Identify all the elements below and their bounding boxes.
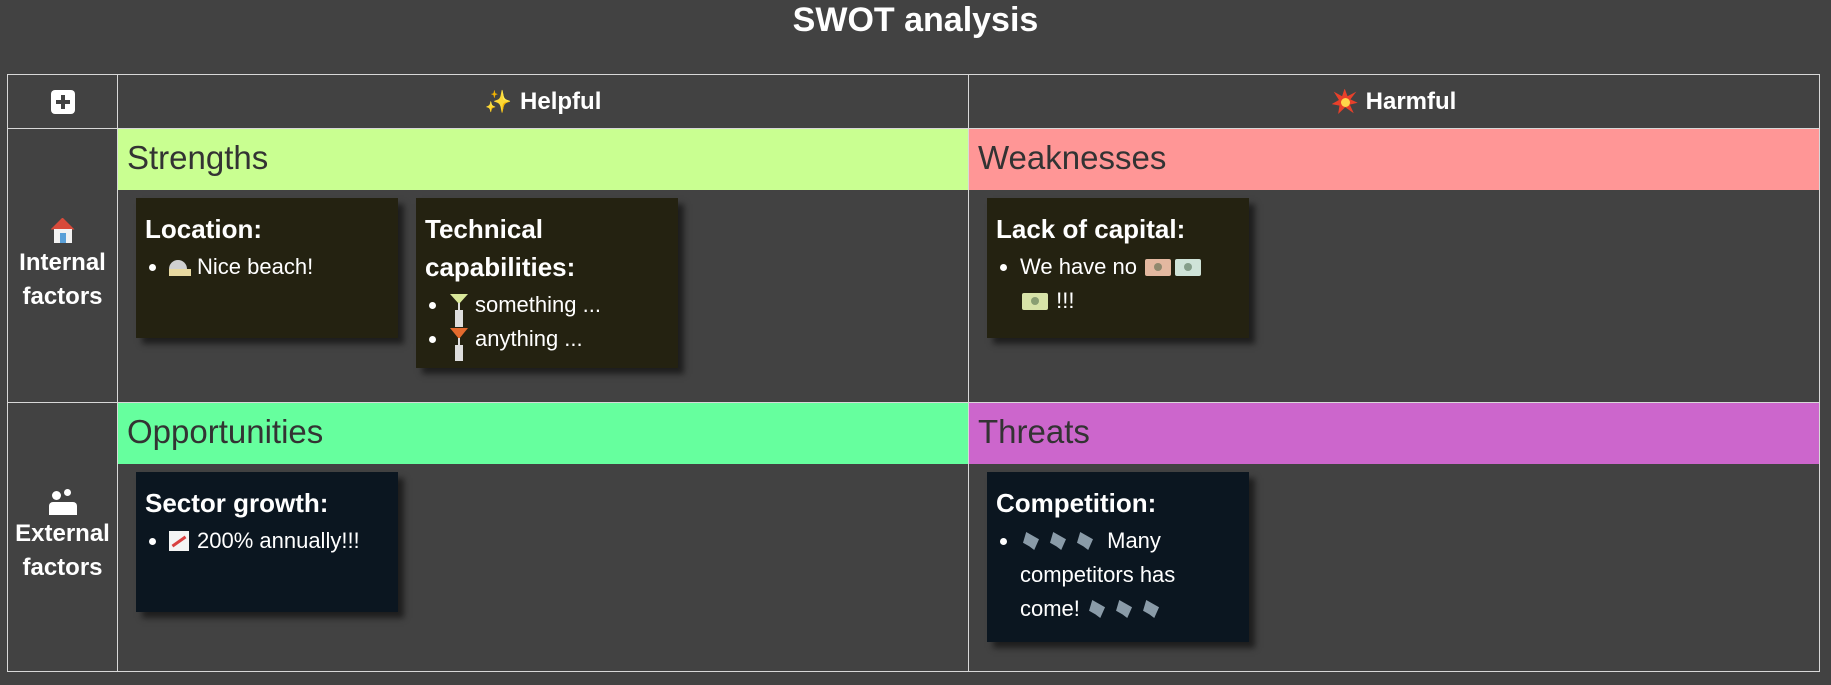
- column-header-helpful-label: Helpful: [520, 87, 602, 115]
- tropical-drink-icon: [449, 327, 469, 349]
- quadrant-weaknesses: Weaknesses Lack of capital: We have no !…: [969, 129, 1819, 403]
- note-item-text: !!!: [1056, 288, 1075, 313]
- note-item-text: We have no: [1020, 254, 1138, 279]
- note-title: Technical capabilities:: [425, 214, 576, 282]
- note-item-text: Many competitors has come!: [1020, 528, 1176, 621]
- money-icon: [1145, 259, 1172, 276]
- sparkles-icon: ✨: [484, 88, 513, 114]
- sticky-note[interactable]: Lack of capital: We have no !!!: [987, 198, 1249, 338]
- quadrant-title-opportunities: Opportunities: [118, 403, 968, 464]
- shark-icon: [1140, 598, 1162, 620]
- quadrant-strengths: Strengths Location: Nice beach! Technica…: [118, 129, 969, 403]
- row-header-internal-line1: Internal: [19, 248, 106, 276]
- collision-icon: [1332, 89, 1358, 115]
- sticky-note[interactable]: Technical capabilities: something ... an…: [416, 198, 678, 368]
- note-item: We have no !!!: [1020, 250, 1241, 318]
- note-item: anything ...: [449, 322, 670, 356]
- quadrant-title-strengths: Strengths: [118, 129, 968, 190]
- money-icon: [1022, 293, 1048, 310]
- note-title: Lack of capital:: [996, 214, 1186, 244]
- money-icon: [1175, 259, 1202, 276]
- chart-increasing-icon: [169, 531, 189, 551]
- shark-icon: [1086, 598, 1108, 620]
- add-icon[interactable]: [50, 89, 75, 114]
- note-item-text: 200% annually!!!: [197, 528, 360, 553]
- column-header-harmful-label: Harmful: [1365, 87, 1457, 115]
- note-item-text: something ...: [475, 292, 601, 317]
- quadrant-body-opportunities: Sector growth: 200% annually!!!: [118, 464, 968, 612]
- row-header-external-line2: factors: [22, 554, 103, 581]
- note-item-text: Nice beach!: [197, 254, 314, 279]
- quadrant-title-weaknesses: Weaknesses: [969, 129, 1819, 190]
- note-item: 200% annually!!!: [169, 524, 390, 558]
- quadrant-body-threats: Competition: Many competitors has come!: [969, 464, 1819, 642]
- shark-icon: [1047, 530, 1069, 552]
- row-header-internal-line2: factors: [22, 282, 103, 310]
- quadrant-body-weaknesses: Lack of capital: We have no !!!: [969, 190, 1819, 338]
- note-title: Location:: [145, 214, 262, 244]
- quadrant-body-strengths: Location: Nice beach! Technical capabili…: [118, 190, 968, 368]
- shark-icon: [1113, 598, 1135, 620]
- sticky-note[interactable]: Sector growth: 200% annually!!!: [136, 472, 398, 612]
- quadrant-title-threats: Threats: [969, 403, 1819, 464]
- row-header-external-line1: External: [15, 520, 110, 547]
- cocktail-glass-icon: [449, 293, 469, 315]
- beach-icon: [169, 258, 191, 276]
- note-list: something ... anything ...: [425, 288, 670, 356]
- note-title: Sector growth:: [145, 488, 329, 518]
- note-item: something ...: [449, 288, 670, 322]
- note-list: Nice beach!: [145, 250, 390, 284]
- column-header-harmful: Harmful: [969, 75, 1819, 129]
- note-item: Many competitors has come!: [1020, 524, 1241, 626]
- note-title: Competition:: [996, 488, 1157, 518]
- note-list: We have no !!!: [996, 250, 1241, 318]
- row-header-external: External factors: [8, 403, 118, 671]
- shark-icon: [1074, 530, 1096, 552]
- note-list: 200% annually!!!: [145, 524, 390, 558]
- sticky-note[interactable]: Location: Nice beach!: [136, 198, 398, 338]
- people-icon: [48, 489, 77, 515]
- note-item: Nice beach!: [169, 250, 390, 284]
- note-list: Many competitors has come!: [996, 524, 1241, 626]
- sticky-note[interactable]: Competition: Many competitors has come!: [987, 472, 1249, 642]
- column-header-helpful: ✨ Helpful: [118, 75, 969, 129]
- quadrant-threats: Threats Competition: Many competitors ha…: [969, 403, 1819, 671]
- quadrant-opportunities: Opportunities Sector growth: 200% annual…: [118, 403, 969, 671]
- shark-icon: [1020, 530, 1042, 552]
- corner-cell: [8, 75, 118, 129]
- swot-board: ✨ Helpful Harmful Internal factors Stren…: [7, 74, 1820, 672]
- house-icon: [50, 218, 76, 244]
- note-item-text: anything ...: [475, 326, 583, 351]
- row-header-internal: Internal factors: [8, 129, 118, 403]
- page-title: SWOT analysis: [792, 1, 1039, 39]
